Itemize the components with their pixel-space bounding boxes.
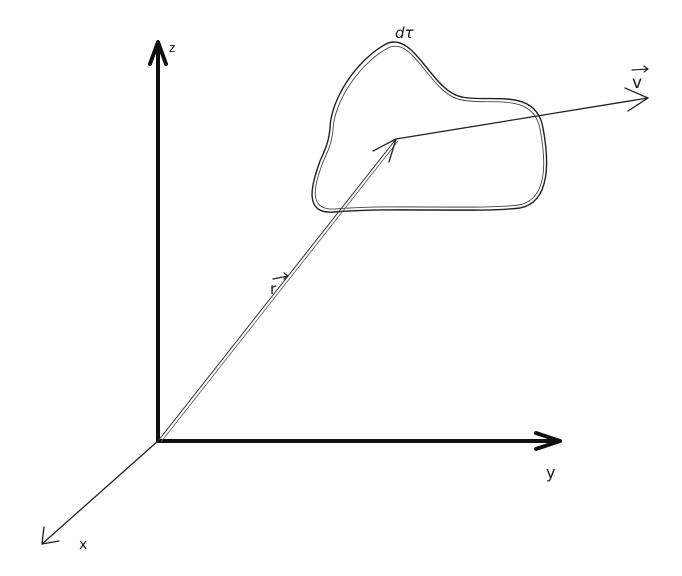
volume-element-label: dτ <box>395 24 415 42</box>
x-axis <box>41 440 159 545</box>
position-vector-label: r <box>270 280 277 298</box>
x-axis-arrowhead <box>41 526 60 545</box>
position-vector-line-inner <box>160 140 399 443</box>
z-axis-arrowhead <box>148 40 168 66</box>
volume-element <box>311 41 548 213</box>
velocity-vector-line <box>395 97 649 140</box>
y-axis <box>156 431 562 451</box>
over-arrow-icon <box>272 65 649 280</box>
position-vector-line <box>157 138 397 442</box>
volume-outline-inner <box>314 45 545 210</box>
velocity-vector <box>395 87 649 140</box>
velocity-vector-label: v <box>632 73 642 93</box>
position-vector <box>157 138 399 443</box>
z-axis-label: z <box>169 41 175 55</box>
x-axis-line <box>41 440 159 545</box>
x-axis-label: x <box>79 537 87 553</box>
velocity-vector-arrowhead <box>624 87 649 112</box>
y-axis-label: y <box>546 463 555 482</box>
z-axis <box>148 40 168 443</box>
r-over-arrow-icon <box>272 272 289 280</box>
y-axis-arrowhead <box>534 431 562 451</box>
volume-outline <box>311 41 548 213</box>
v-over-arrow-icon <box>631 65 649 73</box>
